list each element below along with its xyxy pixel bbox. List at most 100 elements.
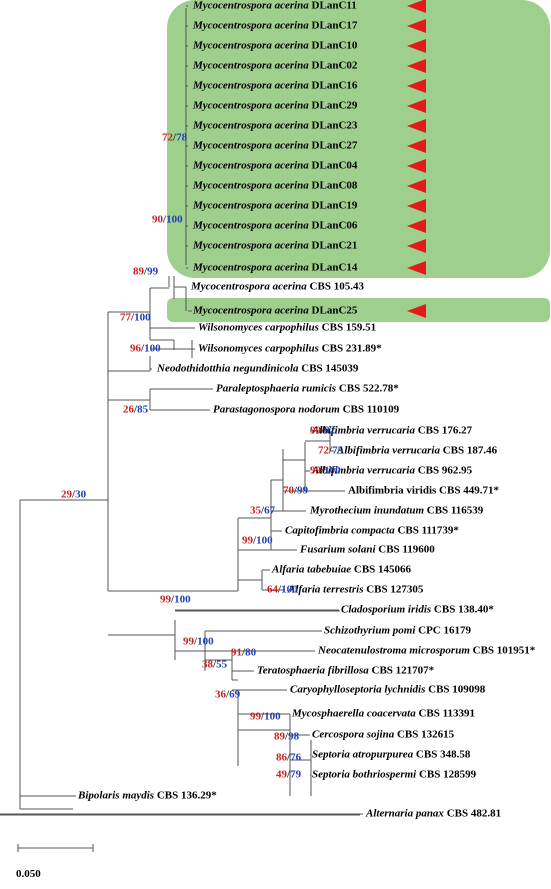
tip-species-name: Alfaria tabebuiae <box>272 563 352 576</box>
support-separator: / <box>131 311 135 324</box>
support-separator: / <box>173 131 177 144</box>
support-value: 29/30 <box>61 489 86 502</box>
tip-species-name: Paraleptosphaeria rumicis <box>216 382 337 395</box>
tip-label: Mycocentrospora acerina DLanC04 <box>193 160 357 173</box>
posterior-value: 89 <box>133 265 144 278</box>
scale-bar-label: 0.050 <box>16 868 41 880</box>
tip-label: Mycocentrospora acerina DLanC08 <box>193 180 357 193</box>
posterior-value: 99 <box>242 534 253 547</box>
support-value: 99/100 <box>250 711 281 724</box>
bootstrap-value: 98 <box>288 730 300 743</box>
tip-species-name: Mycocentrospora acerina <box>193 59 309 72</box>
red-triangle-marker <box>407 261 426 275</box>
support-value: 90/92 <box>310 425 335 438</box>
tip-label: Mycocentrospora acerina DLanC14 <box>193 262 357 275</box>
support-separator: / <box>163 213 167 226</box>
tip-strain: CBS 145039 <box>301 362 359 375</box>
tip-species-name: Caryophylloseptoria lychnidis <box>290 683 426 696</box>
tip-label: Mycocentrospora acerina CBS 105.43 <box>191 281 364 294</box>
tip-species-name: Mycocentrospora acerina <box>193 79 309 92</box>
support-separator: / <box>253 534 257 547</box>
posterior-value: 77 <box>120 311 131 324</box>
tip-strain: CBS 111739* <box>397 524 459 537</box>
tip-species-name: Mycocentrospora acerina <box>193 261 309 274</box>
tip-species-name: Mycocentrospora acerina <box>193 239 309 252</box>
highlight-box-main-clade <box>167 0 550 278</box>
tip-strain: CBS 110109 <box>342 403 400 416</box>
tip-species-name: Mycocentrospora acerina <box>193 0 309 12</box>
support-value: 90/100 <box>152 214 183 227</box>
support-value: 89/99 <box>133 266 158 279</box>
red-triangle-marker <box>407 239 426 253</box>
tip-strain: CBS 101951* <box>472 644 536 657</box>
support-value: 49/79 <box>276 769 301 782</box>
tip-species-name: Capitofimbria compacta <box>285 524 395 537</box>
red-triangle-marker <box>407 39 426 53</box>
tip-strain: CBS 159.51 <box>321 321 377 334</box>
tip-species-name: Albifimbria verrucaria <box>337 444 440 457</box>
support-separator: / <box>261 710 265 723</box>
bootstrap-value: 30 <box>75 488 87 501</box>
tip-label: Neodothidotthia negundinicola CBS 145039 <box>157 363 358 376</box>
tip-strain: DLanC02 <box>311 59 358 72</box>
support-value: 72/75 <box>318 445 343 458</box>
posterior-value: 99 <box>160 593 171 606</box>
support-separator: / <box>294 484 298 497</box>
tip-strain: DLanC27 <box>311 139 358 152</box>
bootstrap-value: 76 <box>290 751 302 764</box>
tip-species-name: Neocatenulostroma microsporum <box>318 644 470 657</box>
tip-strain: CBS 522.78* <box>338 382 399 395</box>
bootstrap-value: 100 <box>281 583 298 596</box>
support-value: 26/85 <box>123 404 148 417</box>
posterior-value: 99 <box>250 710 261 723</box>
tip-species-name: Myrothecium inundatum <box>310 504 425 517</box>
support-value: 96/100 <box>130 343 161 356</box>
tip-species-name: Septoria bothriospermi <box>312 768 417 781</box>
posterior-value: 90 <box>152 213 163 226</box>
posterior-value: 26 <box>123 403 134 416</box>
tip-strain: CBS 127305 <box>366 583 424 596</box>
bootstrap-value: 100 <box>134 311 151 324</box>
tip-species-name: Bipolaris maydis <box>78 789 155 802</box>
bootstrap-value: 100 <box>256 534 273 547</box>
tip-label: Mycocentrospora acerina DLanC10 <box>193 40 357 53</box>
tip-strain: CBS 138.40* <box>433 603 494 616</box>
support-separator: / <box>72 488 76 501</box>
bootstrap-value: 100 <box>324 464 341 477</box>
tip-label: Mycosphaerella coacervata CBS 113391 <box>292 708 475 721</box>
tip-label: Capitofimbria compacta CBS 111739* <box>285 525 459 538</box>
tip-strain: CBS 136.29* <box>156 789 217 802</box>
bootstrap-value: 67 <box>264 504 276 517</box>
support-value: 89/98 <box>274 731 299 744</box>
tip-label: Neocatenulostroma microsporum CBS 101951… <box>318 645 535 658</box>
tip-label: Albifimbria viridis CBS 449.71* <box>348 485 499 498</box>
highlight-box-dlanc25 <box>167 298 550 322</box>
red-triangle-marker <box>407 139 426 153</box>
support-value: 70/99 <box>283 485 308 498</box>
posterior-value: 29 <box>61 488 72 501</box>
tip-label: Mycocentrospora acerina DLanC21 <box>193 240 357 253</box>
support-separator: / <box>287 768 291 781</box>
bootstrap-value: 100 <box>144 342 161 355</box>
tip-strain: DLanC04 <box>311 159 358 172</box>
tip-species-name: Mycocentrospora acerina <box>193 179 309 192</box>
tip-species-name: Albifimbria verrucaria <box>312 424 415 437</box>
bootstrap-value: 69 <box>229 688 241 701</box>
red-triangle-marker <box>407 59 426 73</box>
support-separator: / <box>261 504 265 517</box>
marker-layer <box>407 0 426 318</box>
posterior-value: 96 <box>130 342 141 355</box>
tip-label: Cladosporium iridis CBS 138.40* <box>341 604 494 617</box>
bootstrap-value: 78 <box>176 131 188 144</box>
highlight-layer <box>167 0 550 322</box>
tip-label: Mycocentrospora acerina DLanC29 <box>193 100 357 113</box>
tip-species-name: Mycocentrospora acerina <box>193 304 309 317</box>
tip-label: Fusarium solani CBS 119600 <box>300 544 435 557</box>
support-value: 64/100 <box>267 584 298 597</box>
red-triangle-marker <box>407 19 426 33</box>
tip-label: Mycocentrospora acerina DLanC19 <box>193 200 357 213</box>
tip-strain: DLanC29 <box>311 99 358 112</box>
tip-label: Alternaria panax CBS 482.81 <box>366 808 501 821</box>
